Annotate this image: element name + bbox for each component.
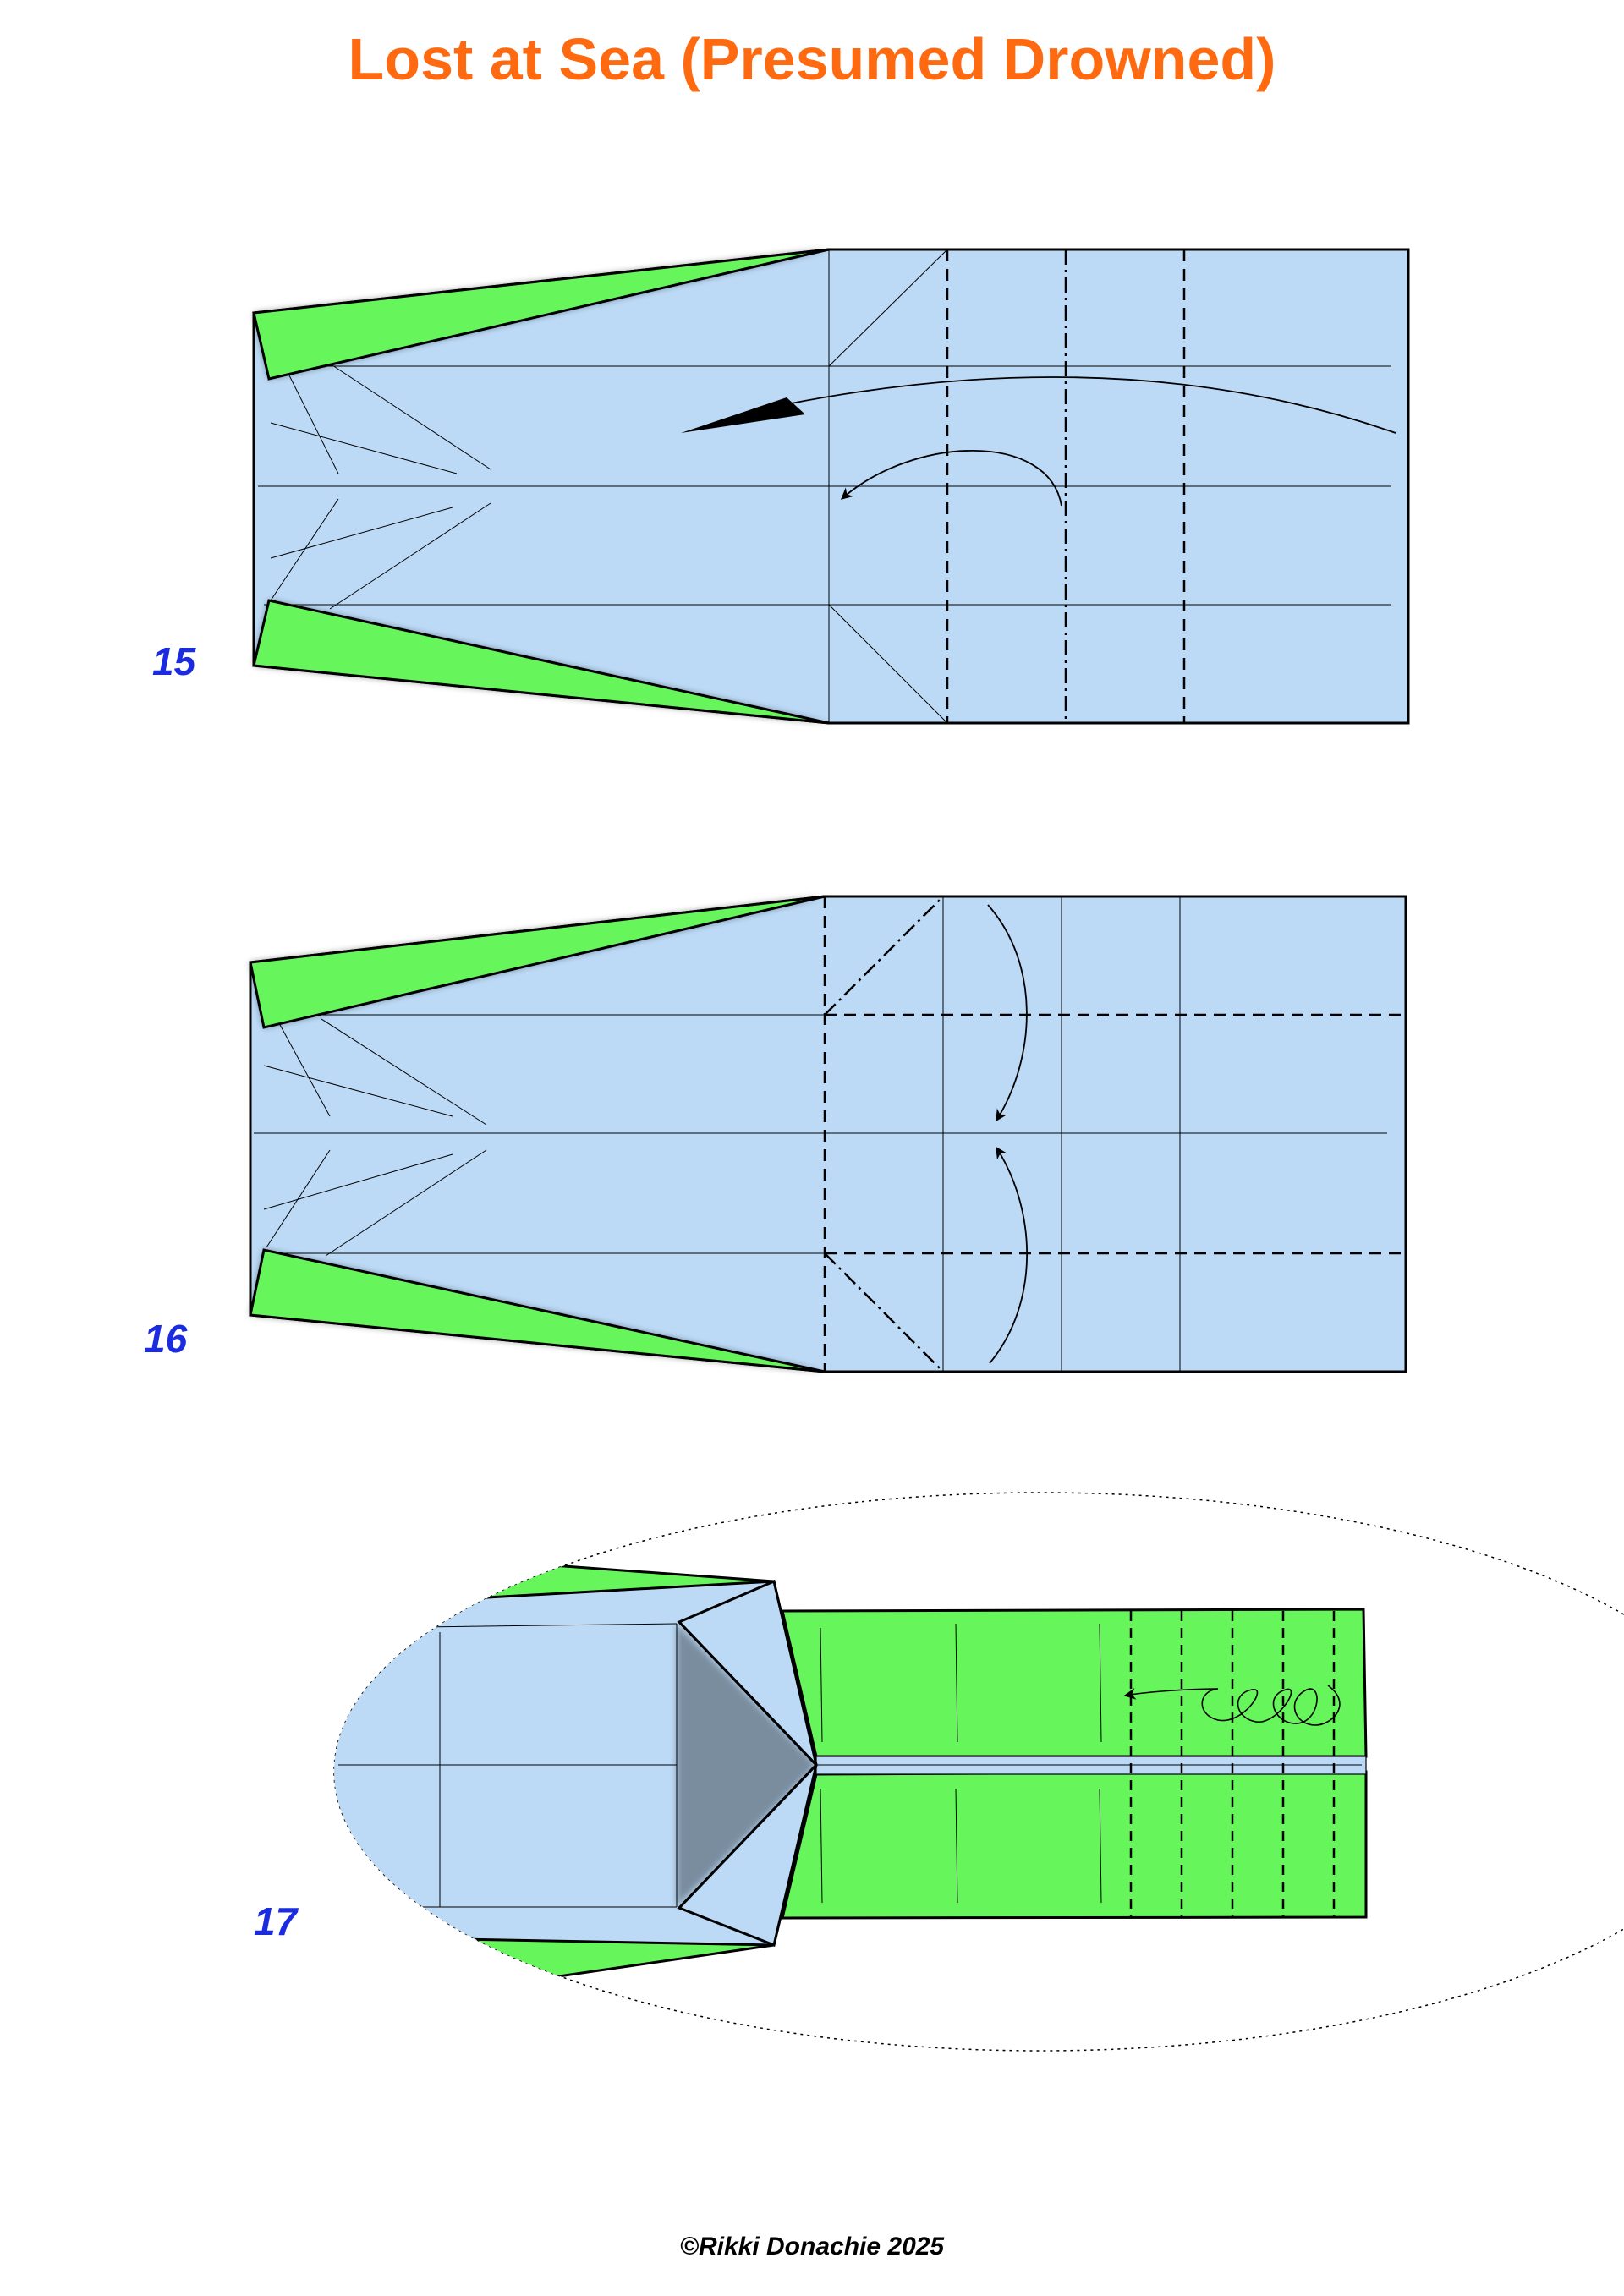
step-15-creases — [258, 249, 1391, 724]
step-15-number: 15 — [152, 639, 196, 683]
step-16-number: 16 — [144, 1317, 188, 1361]
step-17-number: 17 — [254, 1899, 298, 1943]
step-15-long-arrow — [786, 376, 1396, 434]
step-16-top-flap — [249, 895, 826, 1029]
step-16-arrow-down — [987, 904, 1028, 1122]
copyright-notice: ©Rikki Donachie 2025 — [679, 2233, 945, 2260]
page-title: Lost at Sea (Presumed Drowned) — [348, 26, 1276, 92]
step-15-diagram — [252, 248, 1410, 725]
step-15-long-arrowhead — [681, 397, 805, 433]
step-17-arm-creases — [816, 1623, 1362, 1904]
step-15-bottom-flap — [252, 599, 830, 725]
step-16-diagram — [249, 895, 1407, 1373]
step-15-curved-arrow — [840, 449, 1062, 507]
step-17-upper-arm — [781, 1608, 1368, 1758]
step-16-bottom-flap — [249, 1248, 826, 1373]
step-15-top-flap — [252, 248, 830, 381]
step-17-pleat-lines — [1129, 1611, 1336, 1918]
step-17-lower-arm — [781, 1770, 1368, 1920]
step-17-diagram — [333, 1492, 1624, 2052]
step-16-arrow-up — [989, 1146, 1029, 1364]
step-17-pleat-arrow — [1123, 1685, 1341, 1726]
step-16-creases — [254, 896, 1387, 1372]
